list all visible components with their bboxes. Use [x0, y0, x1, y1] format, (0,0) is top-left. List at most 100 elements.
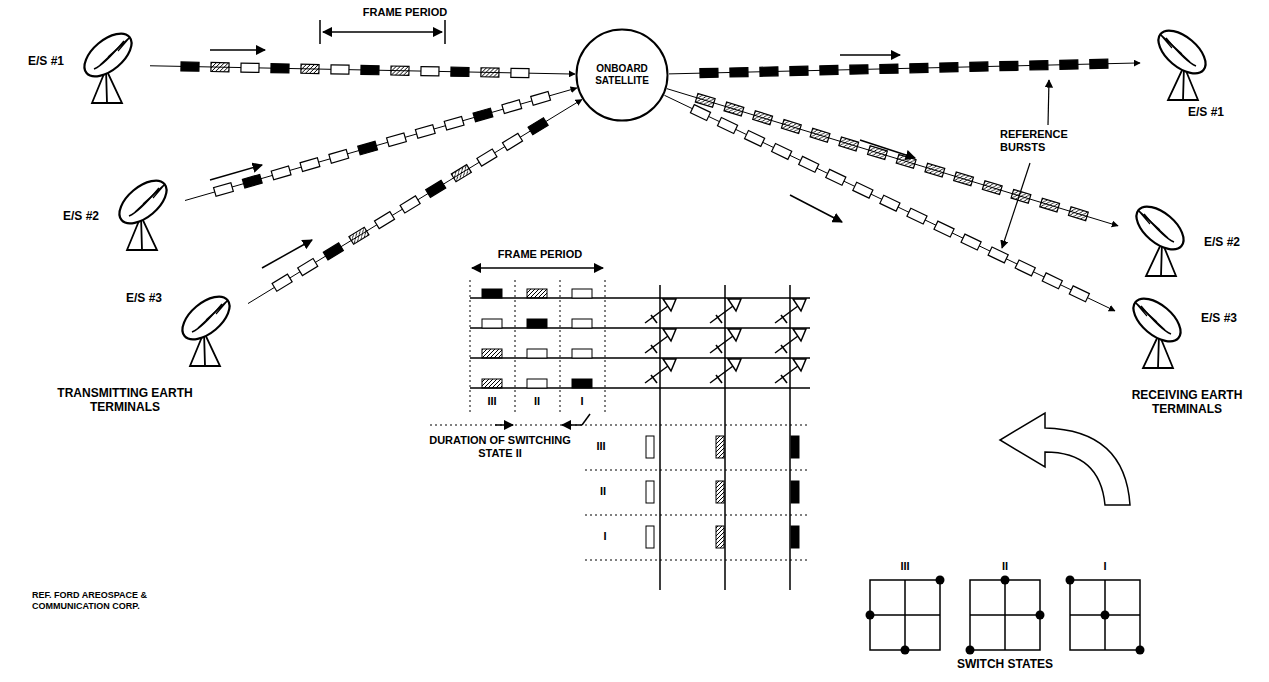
caption-label: FRAME PERIOD	[340, 6, 470, 19]
dish-feed	[135, 184, 165, 212]
burst	[853, 182, 873, 198]
burst	[451, 67, 469, 76]
burst	[925, 163, 945, 177]
leader-line	[1048, 80, 1049, 125]
burst	[1000, 61, 1018, 70]
switch-dot	[1036, 611, 1045, 620]
earth-station: E/S #2	[105, 172, 185, 252]
dish-feed	[198, 300, 228, 328]
dish-antenna	[77, 26, 139, 103]
burst	[527, 319, 547, 328]
burst	[690, 105, 710, 121]
dish-reflector	[192, 304, 222, 332]
frame-bracket	[319, 20, 321, 44]
dish-antenna	[1115, 290, 1195, 370]
dish-reflector	[1144, 214, 1174, 242]
dish-reflector	[1166, 38, 1196, 66]
switch-dot	[1001, 576, 1010, 585]
burst	[482, 289, 502, 298]
crosspoint-switch	[645, 299, 676, 323]
burst	[745, 130, 765, 146]
dish-reflector	[112, 173, 174, 232]
burst	[298, 259, 318, 276]
switch-dot	[901, 646, 910, 655]
dish-reflector	[1129, 199, 1191, 258]
dish-antenna	[168, 288, 248, 368]
dish-reflector	[129, 188, 159, 216]
frame-bracket	[444, 20, 446, 44]
burst	[1042, 273, 1062, 289]
burst	[271, 64, 289, 73]
burst	[361, 65, 379, 74]
switch-dot	[866, 611, 875, 620]
caption-label: I	[567, 395, 597, 408]
station-label: E/S #2	[63, 210, 99, 224]
burst	[527, 349, 547, 358]
burst	[329, 150, 349, 164]
state-grid	[562, 424, 582, 426]
crosspoint-switch	[775, 299, 806, 323]
burst	[970, 62, 988, 71]
burst	[646, 436, 654, 458]
caption-label: REFERENCE BURSTS	[1000, 128, 1092, 154]
dish-antenna	[105, 172, 185, 252]
burst	[781, 120, 801, 134]
frame-grid	[472, 267, 603, 269]
burst	[646, 481, 654, 503]
burst	[482, 289, 592, 388]
burst	[1030, 61, 1048, 70]
burst	[527, 289, 547, 298]
switch-state	[970, 580, 1040, 650]
burst	[1011, 189, 1031, 203]
curved-arrow	[1000, 413, 1130, 505]
burst	[646, 526, 654, 548]
burst	[716, 526, 724, 548]
burst	[415, 125, 435, 139]
crosspoint-switch	[775, 329, 806, 353]
caption-label: I	[590, 530, 620, 543]
burst	[444, 116, 464, 130]
burst	[1015, 260, 1035, 276]
switch-dot	[1101, 611, 1110, 620]
burst	[527, 379, 547, 388]
dish-antenna	[1151, 23, 1213, 100]
burst	[323, 243, 343, 260]
burst	[242, 174, 262, 188]
burst	[349, 227, 369, 244]
burst-link	[664, 95, 1115, 311]
dish-reflector	[175, 289, 237, 348]
burst	[700, 68, 718, 77]
burst	[730, 68, 748, 77]
burst	[426, 180, 446, 197]
switch-dot	[866, 576, 1145, 655]
burst	[272, 274, 292, 291]
burst	[695, 93, 715, 107]
burst	[391, 66, 409, 75]
burst	[482, 379, 502, 388]
crosspoint-switch	[775, 359, 806, 383]
burst	[839, 137, 859, 151]
station-label: E/S #1	[1188, 106, 1224, 120]
caption-label: TRANSMITTING EARTH TERMINALS	[25, 386, 225, 415]
caption-label: II	[522, 395, 552, 408]
caption-label: DURATION OF SWITCHING STATE II	[425, 434, 575, 460]
caption-label: III	[477, 395, 507, 408]
burst	[1068, 207, 1088, 221]
burst	[374, 212, 394, 229]
burst	[716, 481, 724, 503]
frame-grid	[470, 298, 810, 388]
burst	[940, 63, 958, 72]
dish-reflector	[1151, 23, 1213, 82]
burst	[502, 100, 522, 114]
switch-state	[870, 580, 1140, 650]
burst	[907, 208, 927, 224]
frame-bracket	[323, 31, 442, 33]
caption-label: I	[1090, 560, 1120, 573]
leader-line	[1002, 163, 1030, 248]
burst	[791, 526, 799, 548]
burst	[954, 172, 974, 186]
burst	[724, 102, 744, 116]
switch-state	[970, 580, 1040, 650]
crosspoint-switch	[645, 329, 676, 353]
state-grid	[495, 424, 513, 426]
